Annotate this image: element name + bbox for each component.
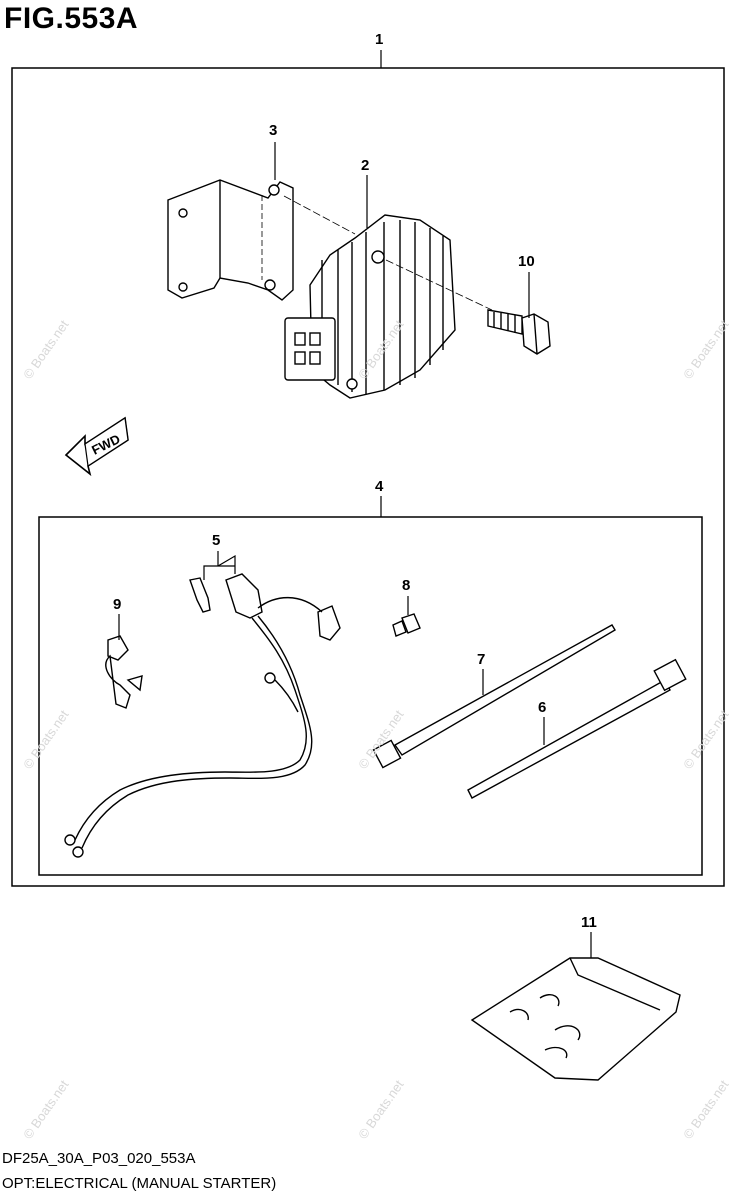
cable-tie-7 — [372, 624, 616, 769]
inner-frame — [38, 516, 703, 876]
svg-text:© Boats.net: © Boats.net — [20, 317, 72, 382]
regulator-part — [284, 214, 456, 399]
bracket-part — [167, 179, 294, 301]
figure-description: OPT:ELECTRICAL (MANUAL STARTER) — [2, 1175, 277, 1192]
callout-7: 7 — [477, 651, 485, 668]
clamp-part — [105, 635, 143, 709]
harness-wires — [64, 597, 323, 858]
svg-text:© Boats.net: © Boats.net — [20, 707, 72, 772]
parts-bag — [470, 957, 681, 1081]
callout-2: 2 — [361, 157, 369, 174]
screw-part — [392, 613, 421, 637]
svg-text:© Boats.net: © Boats.net — [680, 1077, 732, 1142]
svg-text:© Boats.net: © Boats.net — [355, 1077, 407, 1142]
model-code: DF25A_30A_P03_020_553A — [2, 1150, 196, 1167]
cable-tie-6 — [467, 658, 687, 799]
callout-11: 11 — [581, 914, 597, 931]
callout-4: 4 — [375, 478, 384, 495]
figure-title: FIG.553A — [4, 2, 139, 35]
svg-text:© Boats.net: © Boats.net — [20, 1077, 72, 1142]
connector-part — [189, 573, 341, 641]
callout-6: 6 — [538, 699, 546, 716]
callout-1: 1 — [375, 31, 383, 48]
outer-frame — [11, 67, 725, 887]
callout-8: 8 — [402, 577, 410, 594]
callout-10: 10 — [518, 253, 535, 270]
bolt-part — [487, 309, 551, 355]
callout-5: 5 — [212, 532, 220, 549]
callout-3: 3 — [269, 122, 277, 139]
fwd-arrow: FWD — [64, 416, 129, 477]
callout-9: 9 — [113, 596, 121, 613]
